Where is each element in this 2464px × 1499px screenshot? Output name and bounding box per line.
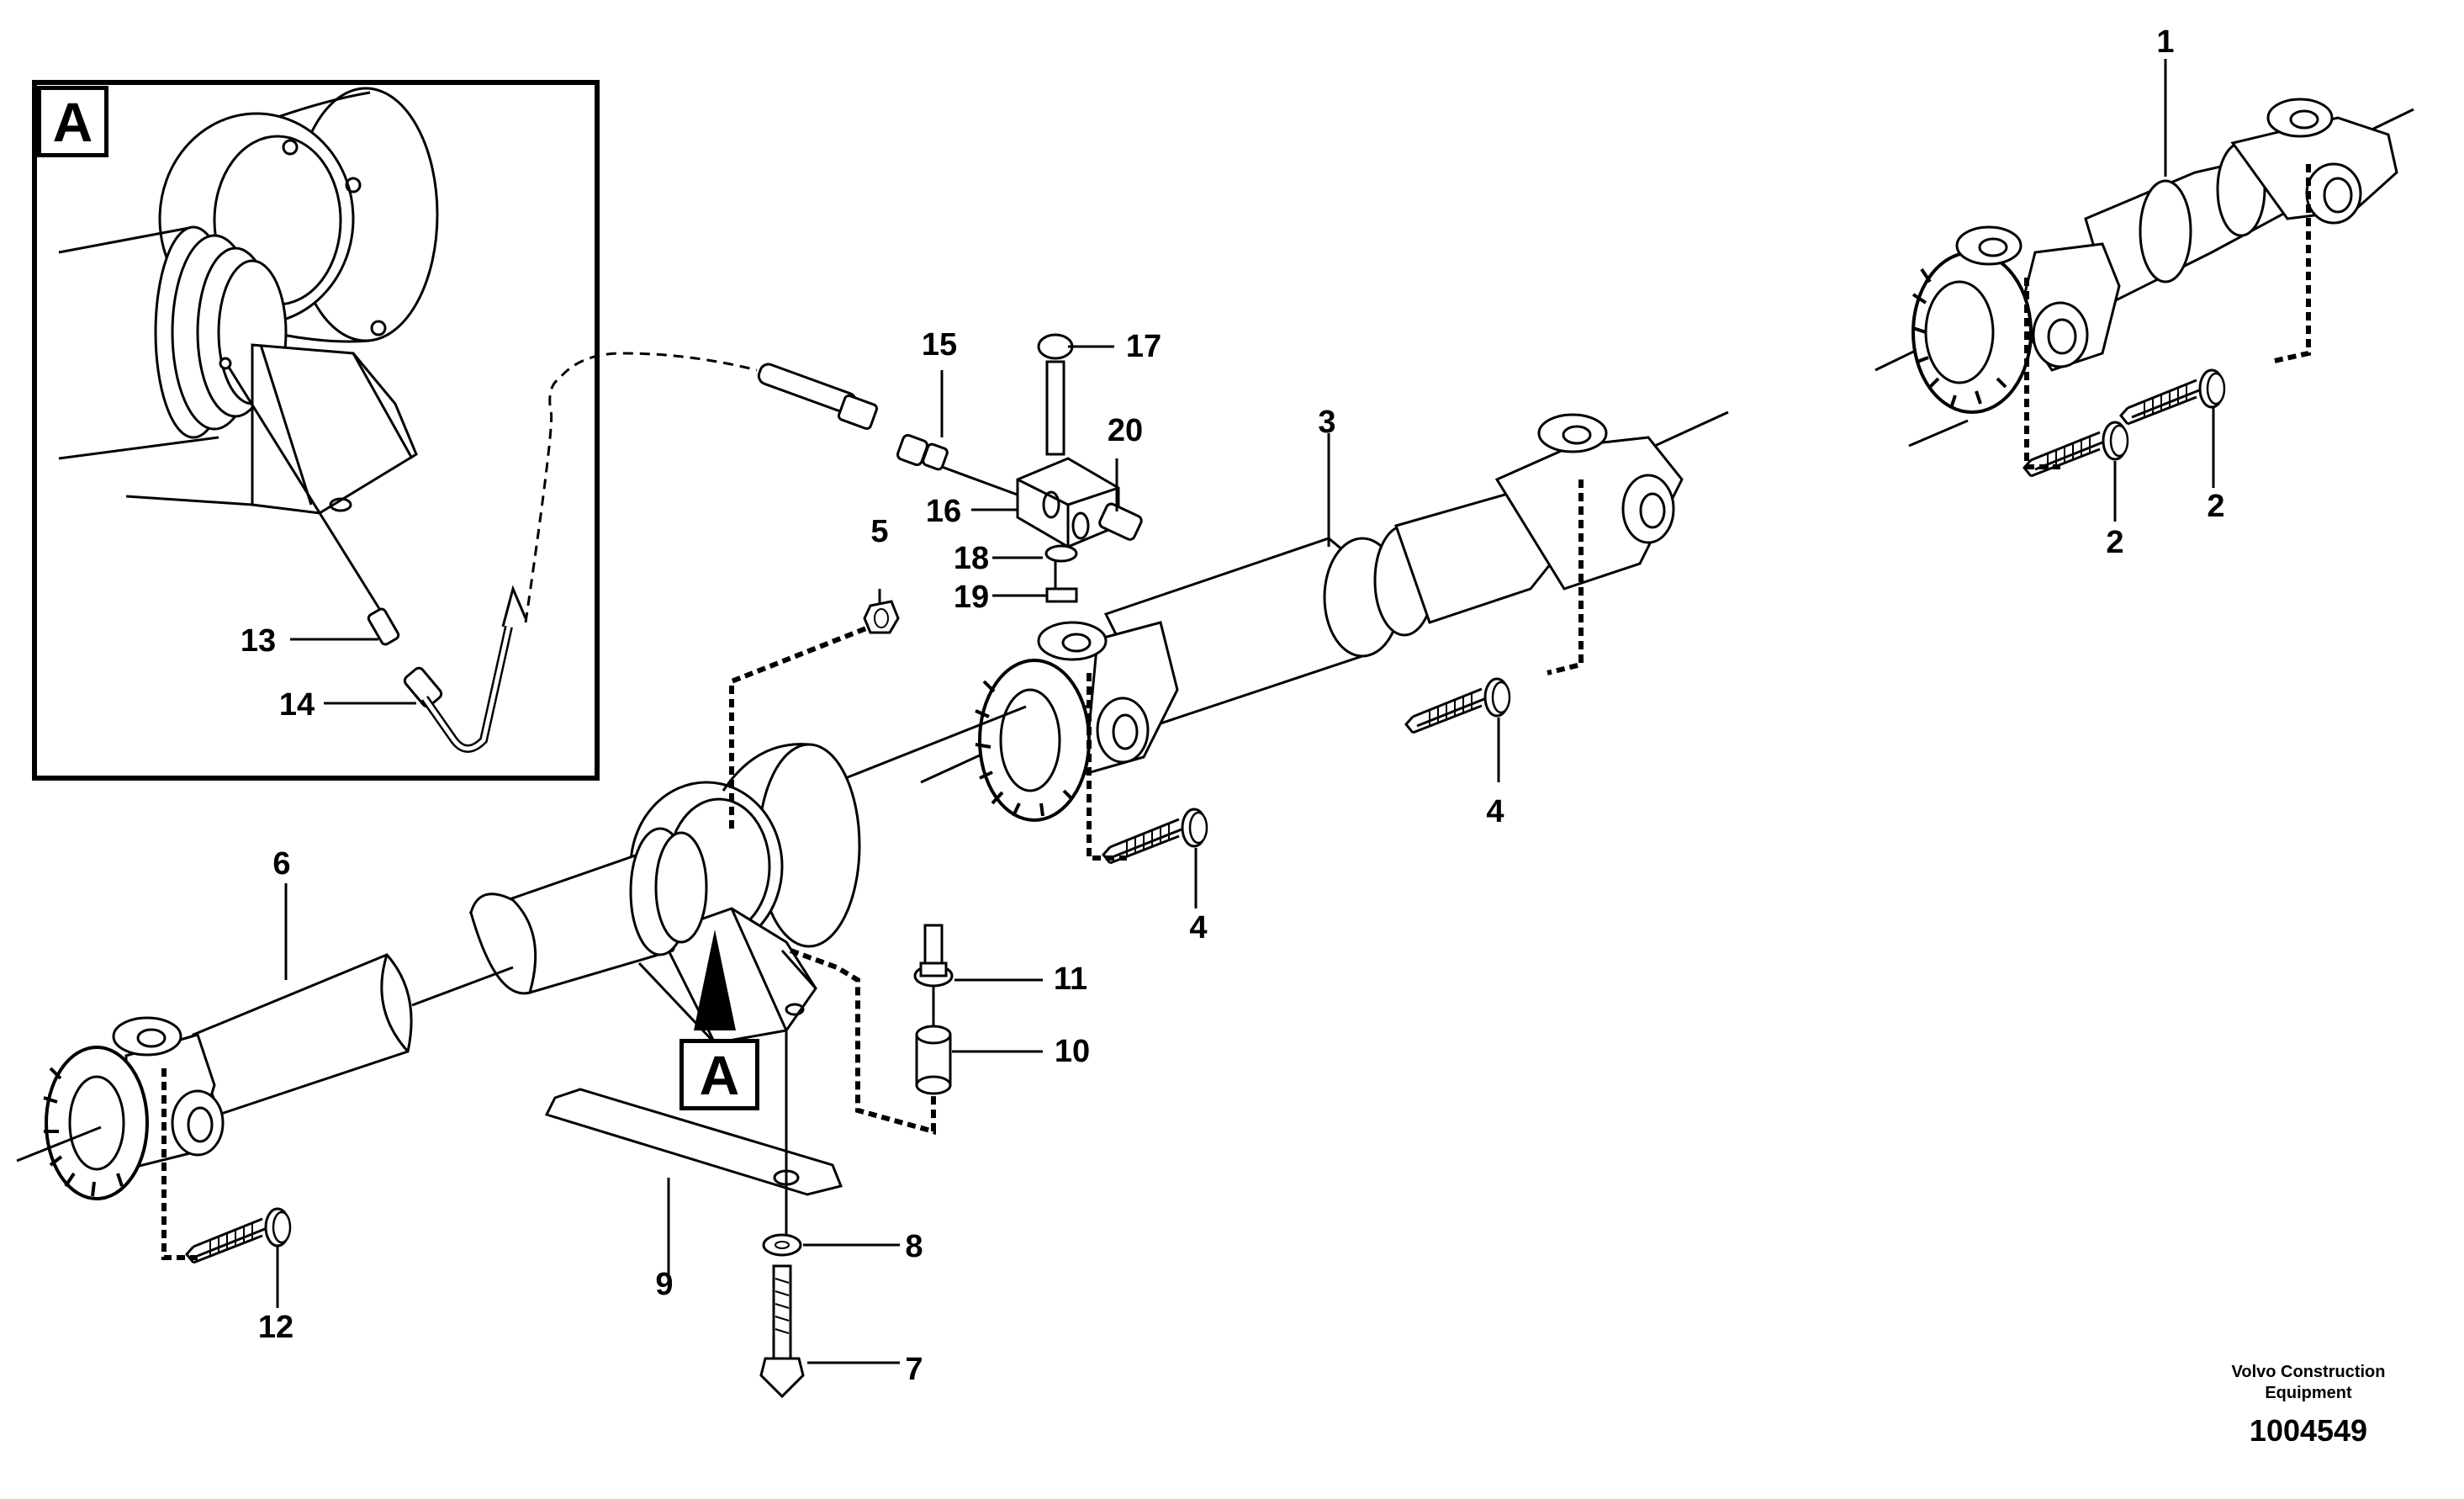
callout-15: 15 [921, 327, 958, 363]
detail-a-pointer [694, 930, 736, 1030]
drawing-number: 1004549 [2249, 1413, 2368, 1448]
callout-1: 1 [2156, 24, 2175, 60]
detail-a-pointer-tag: A [679, 1039, 759, 1110]
credit-line-2: Equipment [2265, 1384, 2352, 1402]
callout-9: 9 [655, 1267, 674, 1302]
callout-12: 12 [257, 1310, 294, 1345]
callout-19: 19 [953, 580, 990, 615]
lube-fitting-assembly [757, 333, 1143, 603]
callout-8: 8 [905, 1229, 923, 1264]
bolt-2a [2022, 421, 2129, 478]
nut-5 [863, 600, 900, 634]
detail-a-panel [32, 80, 600, 781]
detail-a-box-tag: A [37, 86, 108, 157]
spacer-10 [915, 1025, 952, 1095]
callout-6: 6 [272, 846, 291, 882]
bolt-7 [759, 1264, 805, 1399]
leader-lines [276, 59, 2215, 1364]
callout-17: 17 [1125, 329, 1162, 364]
callout-14: 14 [278, 687, 315, 723]
propeller-shaft-1 [1874, 98, 2414, 469]
bolt-12 [185, 1207, 292, 1264]
lube-hose-dashed [524, 352, 758, 623]
bolt-4b [1404, 677, 1511, 734]
callout-20: 20 [1107, 413, 1144, 448]
bolt-11 [913, 924, 954, 1026]
callout-16: 16 [925, 494, 962, 529]
callout-11: 11 [1053, 961, 1088, 997]
mount-dashed-10 [789, 948, 936, 1135]
callout-18: 18 [953, 541, 990, 576]
callout-7: 7 [905, 1352, 923, 1387]
callout-2b: 2 [2207, 489, 2225, 524]
credit-line-1: Volvo Construction [2231, 1363, 2386, 1381]
propeller-shaft-3 [920, 411, 1729, 861]
callout-4a: 4 [1189, 910, 1208, 945]
callout-2a: 2 [2106, 525, 2124, 560]
callout-13: 13 [240, 623, 277, 659]
bolt-4a [1102, 808, 1208, 865]
callout-5: 5 [870, 514, 889, 549]
washer-8 [762, 1233, 802, 1257]
callout-3: 3 [1318, 405, 1336, 440]
callout-4b: 4 [1486, 794, 1504, 829]
bolt-2b [2119, 368, 2226, 426]
mount-dashed-5 [729, 624, 872, 829]
callout-10: 10 [1054, 1034, 1091, 1069]
propeller-shaft-6 [16, 827, 708, 1260]
